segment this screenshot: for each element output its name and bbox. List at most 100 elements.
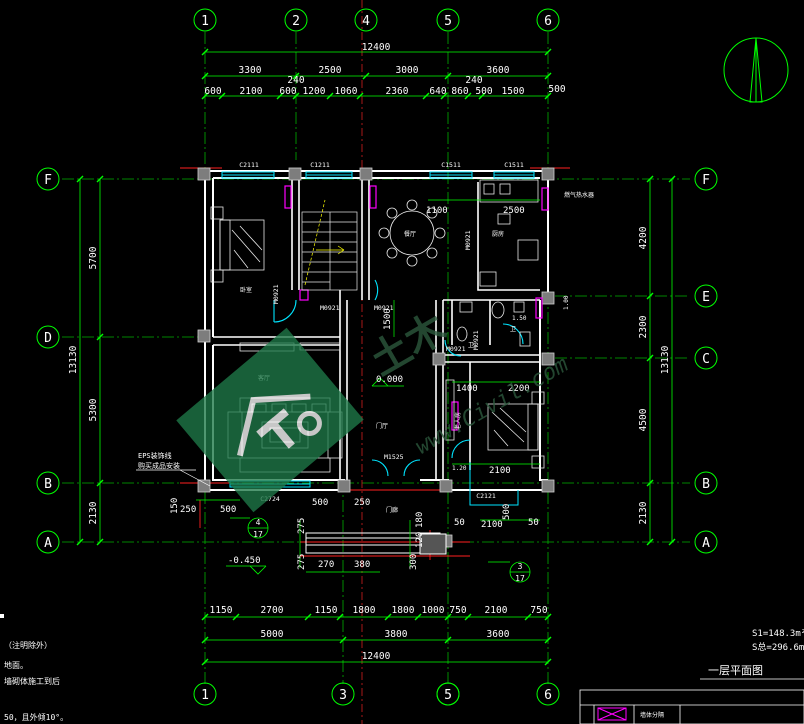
entry-dim-50-a: 50 [454, 518, 465, 528]
note-bullet [0, 614, 4, 618]
bottom-dim-row2-8: 2100 [485, 605, 508, 616]
top-dim-small-2: 240 [465, 75, 482, 86]
bottom-dim-row2-4: 1800 [353, 605, 376, 616]
door-label-3: M0921 [272, 284, 280, 304]
entry-dim-275-a: 275 [297, 518, 307, 534]
window-label-c2724: C2724 [260, 495, 280, 503]
interior-dim-2200: 2200 [508, 384, 530, 394]
section-mark-3-num: 3 [518, 562, 523, 571]
gas-heater-note: 燃气热水器 [564, 191, 594, 199]
bottom-dimension-lines [201, 613, 552, 666]
axis-label-left-F: F [44, 173, 52, 188]
top-total-dim: 12400 [362, 42, 391, 53]
window-label-c1511-a: C1511 [441, 161, 461, 169]
top-dim-row2-5: 1060 [335, 86, 358, 97]
top-dim-row2-3: 600 [279, 86, 296, 97]
section-mark-4-num: 4 [256, 518, 261, 527]
axis-bubbles-left [36, 167, 60, 554]
top-dim-row2-4: 1200 [303, 86, 326, 97]
room-label-bath-2: 卫 [468, 342, 474, 349]
interior-dim-1100: 1100 [426, 206, 448, 216]
note-line-3: 墙砌体施工到后 [4, 676, 60, 686]
entry-dim-300: 300 [409, 554, 419, 570]
top-dim-row2-9: 500 [475, 86, 492, 97]
axis-label-left-B: B [44, 477, 52, 492]
sheet-title: 一层平面图 [708, 664, 763, 677]
door-label-6: M0921 [472, 330, 480, 350]
interior-dim-1400: 1400 [456, 384, 478, 394]
area-line-2: S总=296.6m [752, 641, 804, 653]
left-total-dim: 13130 [68, 345, 79, 374]
entry-dim-500-c: 500 [502, 504, 512, 520]
window-label-c1511-b: C1511 [504, 161, 524, 169]
window-label-c2121: C2121 [476, 492, 496, 500]
axis-label-top-4: 4 [362, 14, 370, 29]
floor-level-value: 0.000 [376, 375, 403, 385]
legend-label: 墙体分隔 [640, 711, 664, 719]
bottom-dim-row2-2: 2700 [261, 605, 284, 616]
elevation-marker: -0.450 [226, 556, 267, 575]
top-dimension-lines [201, 48, 552, 100]
entry-dimension-lines [196, 499, 540, 573]
entry-dim-500-b: 500 [312, 498, 328, 508]
note-line-2: 地面。 [4, 660, 28, 670]
note-line-1: （注明除外） [4, 640, 52, 650]
axis-label-bottom-5: 5 [444, 688, 452, 703]
section-mark-4: 4 17 [230, 517, 269, 539]
interior-dimension-lines [393, 199, 540, 465]
floor-level-marker: 0.000 [371, 375, 404, 387]
door-label-2: M0921 [374, 304, 394, 312]
area-line-1: S1=148.3m² [752, 629, 804, 639]
right-dim-4: 2130 [638, 501, 649, 524]
bottom-dim-row1-2: 3800 [385, 629, 408, 640]
wardrobe-icon [445, 379, 455, 441]
room-label-dining: 餐厅 [404, 230, 416, 238]
interior-dim-small-3: 1.20 [452, 465, 467, 472]
axis-label-bottom-6: 6 [544, 688, 552, 703]
left-dim-3: 2130 [88, 501, 99, 524]
bottom-dim-row2-9: 750 [530, 605, 547, 616]
dining-table-icon [378, 199, 446, 267]
axis-label-top-2: 2 [292, 14, 300, 29]
bottom-total-dim: 12400 [362, 651, 391, 662]
entry-dim-250-b: 250 [354, 498, 370, 508]
axis-label-right-B: B [702, 477, 710, 492]
top-dim-row2-1: 600 [204, 86, 221, 97]
door-label-1: M0921 [320, 304, 340, 312]
legend-table [579, 689, 804, 724]
top-dim-row2-6: 2360 [386, 86, 409, 97]
entry-label: 门廊 [386, 506, 398, 514]
entry-dim-270: 270 [318, 560, 334, 570]
bottom-dim-row2-1: 1150 [210, 605, 233, 616]
door-label-4: M0921 [464, 230, 472, 250]
bed-icon [210, 206, 265, 283]
staircase-icon [301, 199, 358, 291]
side-dimension-lines [76, 175, 676, 546]
right-dim-2: 2300 [638, 315, 649, 338]
bathroom-fixtures-icon [456, 301, 531, 347]
top-dim-1: 3300 [239, 65, 262, 76]
room-label-kitchen: 厨房 [492, 230, 504, 238]
axis-label-bottom-1: 1 [201, 688, 209, 703]
structural-columns [197, 167, 555, 548]
eps-note: EPS装饰线 购买成品安装 [136, 451, 211, 487]
entry-dim-120-a: 120 [415, 532, 425, 548]
entry-dim-2100: 2100 [481, 520, 503, 530]
kitchen-counter-icon [479, 179, 539, 287]
north-arrow-icon [723, 37, 789, 103]
axis-bubbles-right [694, 167, 718, 554]
bottom-dim-row2-5: 1800 [392, 605, 415, 616]
door-label-5: M0921 [446, 345, 466, 353]
axis-label-right-A: A [702, 536, 710, 551]
axis-label-bottom-3: 3 [339, 688, 347, 703]
axis-label-right-F: F [702, 173, 710, 188]
interior-dim-small-1: 1.00 [563, 295, 570, 310]
top-dim-row2-8: 860 [451, 86, 468, 97]
top-dim-row2-2: 2100 [240, 86, 263, 97]
interior-walls [213, 178, 540, 480]
top-dim-small-1: 240 [287, 75, 304, 86]
magenta-markers [284, 185, 549, 431]
top-dim-row2-7: 640 [429, 86, 446, 97]
axis-bubbles-bottom [193, 682, 560, 706]
